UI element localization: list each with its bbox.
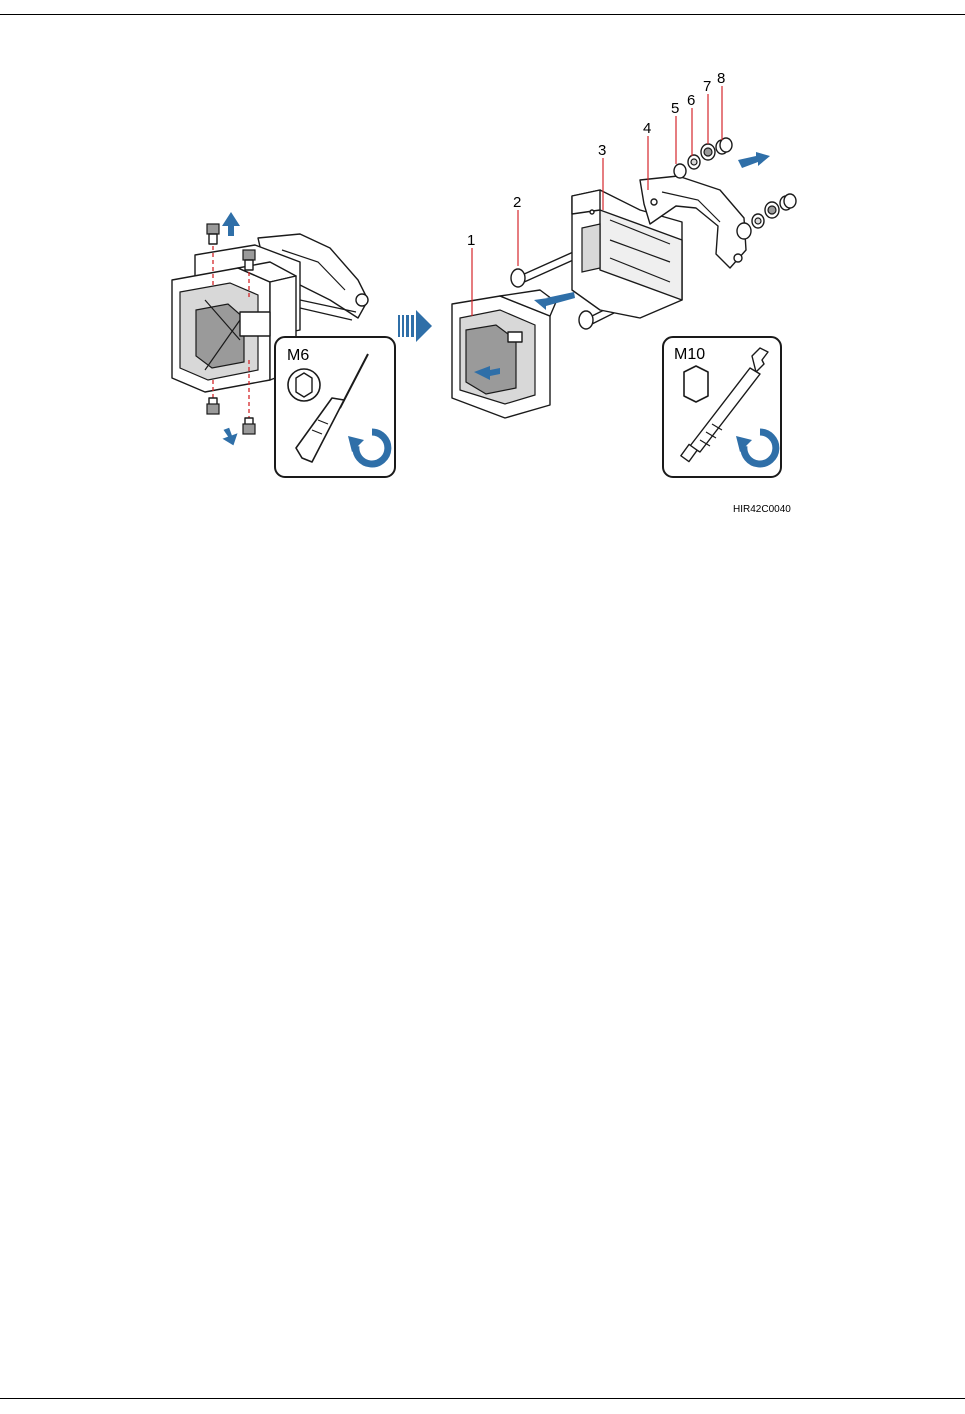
- callout-7: 7: [703, 78, 711, 95]
- callout-1: 1: [467, 232, 475, 249]
- footer-rule: [0, 1398, 965, 1399]
- callout-8: 8: [717, 70, 725, 87]
- callout-2: 2: [513, 194, 521, 211]
- callout-6: 6: [687, 92, 695, 109]
- tool-panel-m10: M10: [663, 337, 781, 477]
- arrow-down-icon: [220, 426, 241, 448]
- parts-5-8-nuts-washers-lower: [737, 194, 796, 239]
- figure-id: HIR42C0040: [733, 504, 791, 515]
- callout-4: 4: [643, 120, 651, 137]
- parts-5-8-nuts-washers-upper: [674, 138, 732, 178]
- arrow-right-icon: [738, 152, 770, 168]
- part-1-main-bracket: [452, 290, 556, 418]
- callout-3: 3: [598, 142, 606, 159]
- tool-size-label: M10: [674, 346, 705, 363]
- step-arrow-icon: [398, 310, 432, 342]
- tool-size-label: M6: [287, 347, 309, 364]
- tool-panel-m6: M6: [275, 337, 395, 477]
- mounting-kit-disassembly-diagram: M6: [0, 0, 965, 560]
- arrow-up-icon: [222, 212, 240, 236]
- callout-5: 5: [671, 100, 679, 117]
